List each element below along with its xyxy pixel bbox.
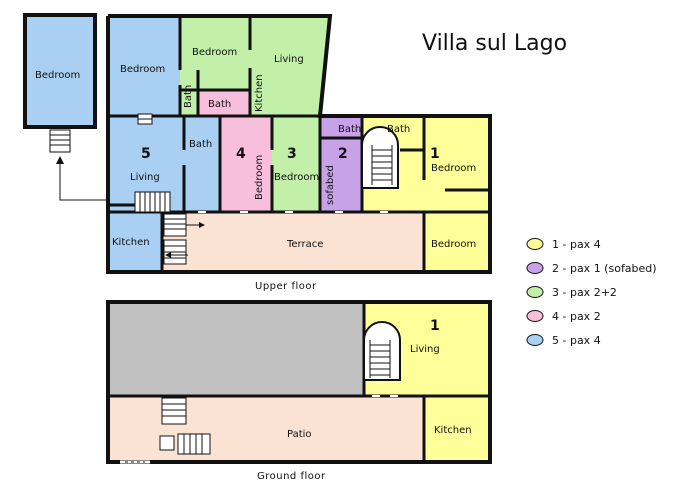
apt1-number: 1: [430, 146, 440, 162]
apt5-bath-label: Bath: [189, 139, 212, 150]
upper-floor-caption: Upper floor: [255, 281, 317, 292]
legend-swatch: [526, 334, 544, 346]
apt2-sofabed-label: sofabed: [325, 165, 336, 205]
spiral-stairs-ground: [363, 321, 401, 381]
villa-title: Villa sul Lago: [422, 31, 567, 56]
apt2-bath-label: Bath: [338, 124, 361, 135]
apt4-number: 4: [236, 146, 246, 162]
ground-floor-caption: Ground floor: [257, 471, 326, 482]
apt1-bedroom2-label: Bedroom: [431, 239, 476, 250]
terrace-label: Terrace: [286, 239, 323, 250]
apt5-living-label: Living: [130, 172, 160, 183]
legend-label: 4 - pax 2: [552, 310, 601, 323]
legend-swatch: [526, 238, 544, 250]
apt3-bath-small-label: Bath: [183, 85, 194, 108]
patio-label: Patio: [287, 429, 312, 440]
spiral-stairs-upper: [361, 126, 399, 189]
ground-apt1-number: 1: [430, 318, 440, 334]
legend-label: 3 - pax 2+2: [552, 286, 617, 299]
detached-stairs: [49, 129, 71, 153]
legend: 1 - pax 4 2 - pax 1 (sofabed) 3 - pax 2+2 4…: [526, 238, 657, 347]
apt5-number: 5: [141, 146, 151, 162]
terrace-stairs: [163, 213, 205, 265]
apt4-bath-label: Bath: [208, 99, 231, 110]
apt3-bedroom-top-label: Bedroom: [192, 47, 237, 58]
apt4-bedroom-label: Bedroom: [254, 155, 265, 200]
legend-label: 2 - pax 1 (sofabed): [552, 262, 657, 275]
detached-bedroom-label: Bedroom: [35, 70, 80, 81]
legend-swatch: [526, 262, 544, 274]
apt1-bath-label: Bath: [387, 124, 410, 135]
apt3-number: 3: [287, 146, 297, 162]
legend-swatch: [526, 286, 544, 298]
apt5-bedroom-label: Bedroom: [120, 64, 165, 75]
apt3-bedroom-label: Bedroom: [274, 172, 319, 183]
apt3-kitchen-label: Kitchen: [254, 74, 265, 112]
legend-label: 5 - pax 4: [552, 334, 601, 347]
upper-floor: [106, 14, 492, 274]
ground-living-label: Living: [410, 344, 440, 355]
apt2-number: 2: [338, 146, 348, 162]
apt5-kitchen-label: Kitchen: [112, 237, 150, 248]
legend-swatch: [526, 310, 544, 322]
detached-bedroom-room: [23, 13, 97, 129]
ground-kitchen-label: Kitchen: [434, 425, 472, 436]
apt3-living-label: Living: [274, 54, 304, 65]
stairs-apt5: [134, 191, 171, 213]
apt1-bedroom-label: Bedroom: [431, 163, 476, 174]
patio-stairs: [159, 397, 211, 455]
legend-label: 1 - pax 4: [552, 238, 601, 251]
